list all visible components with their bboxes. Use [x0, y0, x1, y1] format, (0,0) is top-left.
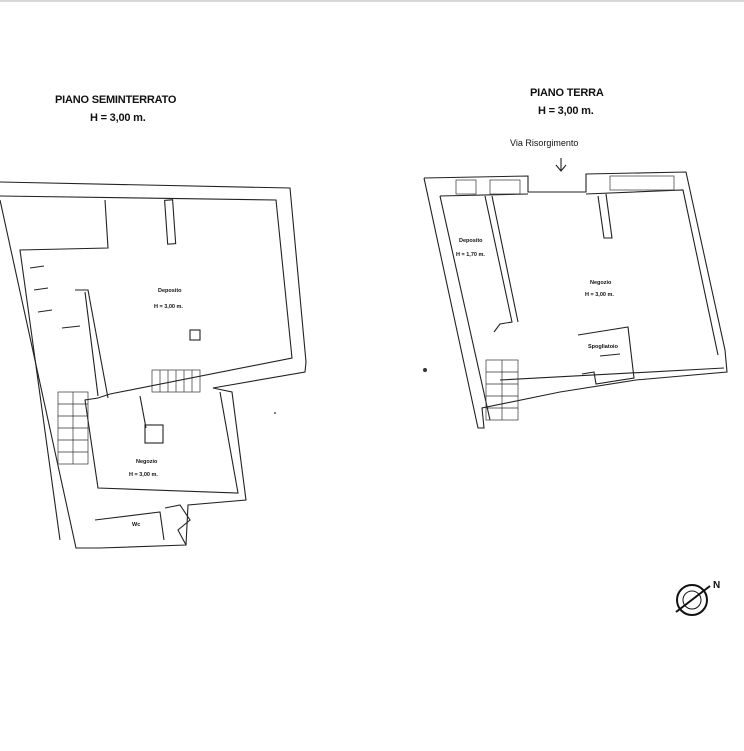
left-room-name: Wc — [132, 522, 141, 528]
left-plan-height: H = 3,00 m. — [90, 112, 146, 124]
right-storage-partition-2 — [491, 195, 519, 323]
left-storage-wall — [19, 199, 109, 541]
street-label: Via Risorgimento — [510, 138, 579, 148]
right-storage-partition — [484, 195, 513, 333]
right-room-name: Negozio — [590, 280, 612, 286]
left-partition — [75, 289, 109, 399]
left-stairs — [57, 369, 201, 465]
right-stairs — [485, 359, 519, 421]
right-pillar — [597, 193, 613, 239]
north-compass-icon — [675, 584, 711, 616]
left-partition-2 — [84, 291, 99, 397]
right-back-wall — [499, 367, 725, 381]
wc-walls — [94, 511, 165, 541]
left-shop-walls — [84, 391, 239, 494]
right-front-inner-2 — [585, 189, 719, 356]
left-room-height: H = 3,00 m. — [154, 304, 183, 310]
left-column — [189, 329, 201, 341]
right-room-name: Spogliatoio — [588, 344, 618, 350]
window — [455, 179, 477, 195]
left-pillar — [164, 199, 177, 245]
left-outer-wall — [0, 181, 307, 549]
scan-border — [0, 0, 744, 2]
left-room-name: Negozio — [136, 459, 158, 465]
right-outer-wall — [423, 171, 728, 429]
spogliatoio-walls — [577, 326, 635, 385]
left-room-height: H = 3,00 m. — [129, 472, 158, 478]
left-column-2 — [144, 424, 164, 444]
left-wall-stub — [139, 395, 147, 429]
right-room-height: H = 3,00 m. — [585, 292, 614, 298]
right-plan-title: PIANO TERRA — [530, 87, 604, 99]
right-room-name: Deposito — [459, 238, 483, 244]
left-bottom-detail — [164, 504, 191, 546]
entrance-arrow-icon — [555, 158, 567, 172]
left-plan-title: PIANO SEMINTERRATO — [55, 94, 177, 106]
window — [609, 175, 675, 191]
window — [489, 179, 521, 195]
left-inner-wall — [0, 195, 293, 395]
left-room-name: Deposito — [158, 288, 182, 294]
right-room-height: H = 1,70 m. — [456, 252, 485, 258]
right-plan-height: H = 3,00 m. — [538, 105, 594, 117]
right-floor-plan — [423, 158, 728, 429]
right-left-inner — [439, 195, 491, 421]
left-floor-plan — [0, 181, 307, 549]
compass-label: N — [713, 580, 721, 591]
